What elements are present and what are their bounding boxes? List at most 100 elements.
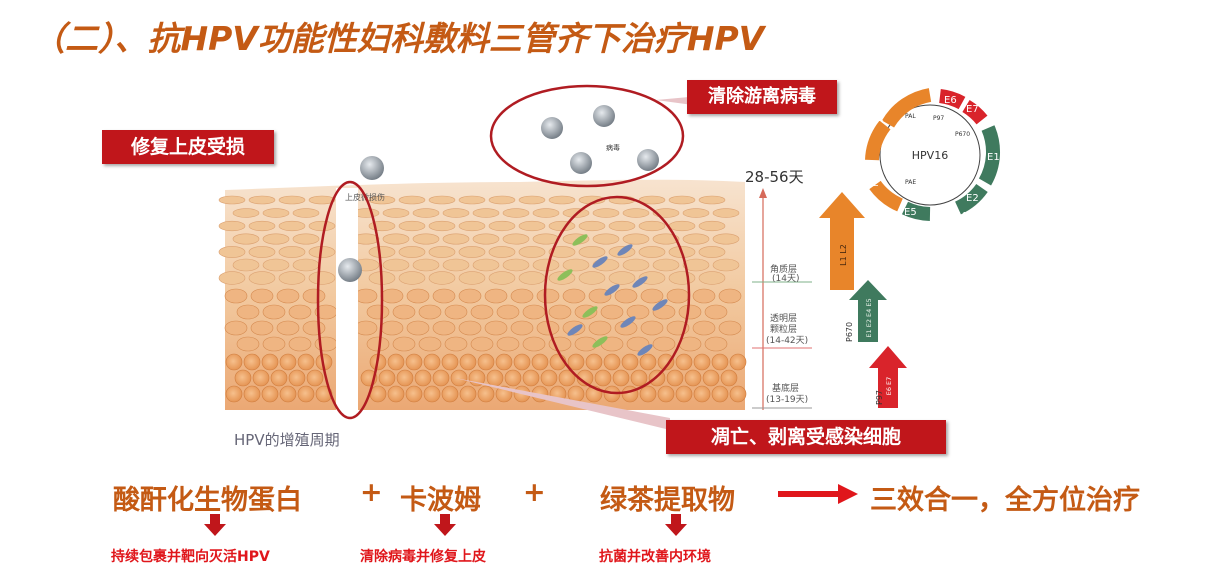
layer-label-granular: 透明层 颗粒层 [770,313,800,335]
epidermis-cell [712,258,740,272]
epidermis-cell [428,195,456,205]
epidermis-cell [562,288,586,304]
epidermis-cell [639,353,657,371]
epidermis-cell [406,288,430,304]
epidermis-cell [638,246,666,258]
epidermis-cell [567,324,583,336]
epidermis-cell [711,385,729,403]
epidermis-cell [518,220,546,232]
epidermis-cell [248,195,276,205]
epidermis-cell [557,269,573,281]
epidermis-cell [558,369,576,387]
svg-text:E2: E2 [966,193,979,204]
epidermis-cell [640,288,664,304]
epidermis-cell [236,304,260,320]
epidermis-cell [308,220,336,232]
epidermis-cell [652,336,676,352]
benefit-carbomer: 清除病毒并修复上皮 [360,549,486,565]
epidermis-cell [504,369,522,387]
epidermis-cell [496,336,520,352]
epidermis-cell [279,353,297,371]
epidermis-cell [622,208,650,218]
epidermis-cell [278,246,306,258]
epidermis-cell [398,195,426,205]
epidermis-cell [496,304,520,320]
epidermis-cell [729,353,747,371]
epidermis-cell [638,220,666,232]
epidermis-cell [380,320,404,336]
epidermis-cell [392,304,416,320]
promoter-p670: P670 [845,322,854,342]
epidermis-cell [522,304,546,320]
down-arrow-3 [665,514,687,536]
epidermis-cell [398,246,426,258]
epidermis-cell [270,369,288,387]
epidermis-cell [250,320,274,336]
epidermis-cell [472,208,500,218]
epidermis-cell [459,385,477,403]
epidermis-cell [668,195,696,205]
epidermis-cell [495,353,513,371]
epidermis-cell [472,258,500,272]
epidermis-cell [692,320,716,336]
epidermis-cell [632,276,648,288]
epidermis-cell [261,385,279,403]
epidermis-cell [314,336,338,352]
epidermis-cell [488,271,516,285]
arrow-e6-e7: E6 E7 [869,346,907,408]
virus-label: 病毒 [606,143,620,152]
epidermis-cell [518,246,546,258]
epidermis-cell [368,195,396,205]
epidermis-cell [639,385,657,403]
epidermis-cell [418,304,442,320]
svg-text:E6 E7: E6 E7 [885,377,893,396]
epidermis-cell [232,208,260,218]
epidermis-cell [678,304,702,320]
arrow-e1-e2-e4-e5: E1 E2 E4 E5 [849,280,887,342]
epidermis-cell [704,304,728,320]
epidermis-cell [288,336,312,352]
svg-text:E1 E2 E4 E5: E1 E2 E4 E5 [865,298,873,337]
epidermis-cell [488,220,516,232]
epidermis-cell [458,195,486,205]
epidermis-cell [488,195,516,205]
connector-apoptosis [455,378,670,430]
epidermis-cell [405,353,423,371]
epidermis-cell [243,353,261,371]
epidermis-cell [450,369,468,387]
epidermis-cell [302,320,326,336]
epidermis-cell [250,288,274,304]
hpv16-genome-map: HPV16 PAL P97 P670 PAE E6 E7 E1 E2 E4 E5… [865,88,1001,222]
epidermis-cell [414,369,432,387]
epidermis-cell [666,288,690,304]
epidermis-cell [682,233,710,245]
epidermis-cell [288,369,306,387]
epidermis-cell [432,369,450,387]
epidermis-cell [608,220,636,232]
epidermis-cell [693,385,711,403]
svg-text:L2: L2 [867,178,879,189]
epidermis-cell [423,353,441,371]
epidermis-cell [488,246,516,258]
epidermis-cell [486,369,504,387]
svg-text:P670: P670 [955,131,970,138]
epidermis-cell [675,353,693,371]
epidermis-cell [278,195,306,205]
epidermis-cell [585,353,603,371]
epidermis-cell [578,246,606,258]
layer-days-basal: (13-19天) [766,395,808,405]
epidermis-cell [572,234,588,246]
svg-text:PAL: PAL [905,113,916,120]
epidermis-cell [682,258,710,272]
epidermis-cell [622,233,650,245]
epidermis-cell [518,195,546,205]
epidermis-cell [472,233,500,245]
layer-axis [752,188,812,410]
epidermis-cell [652,299,668,311]
epidermis-cell [592,208,620,218]
down-arrow-1 [204,514,226,536]
epidermis-cell [232,258,260,272]
epidermis-cell [412,233,440,245]
epidermis-cell [262,208,290,218]
epidermis-cell [698,271,726,285]
